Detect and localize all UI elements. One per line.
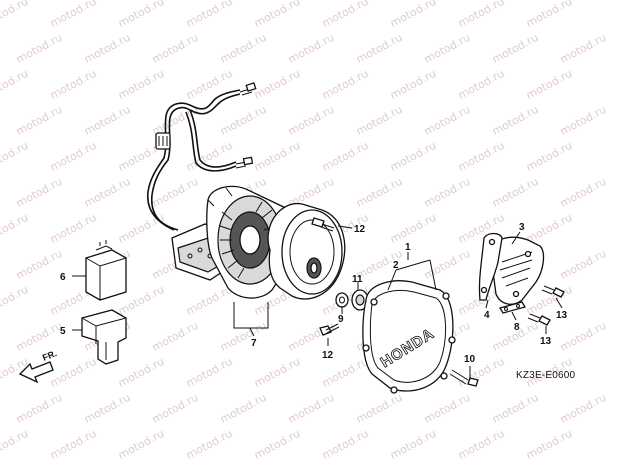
direction-label: FR. xyxy=(41,348,58,363)
callout-12-lower: 12 xyxy=(322,350,334,361)
regulator-unit-6 xyxy=(85,240,127,301)
callout-1: 1 xyxy=(405,242,411,253)
seal-11 xyxy=(351,289,369,311)
callout-5: 5 xyxy=(60,326,66,337)
bolt-13-upper xyxy=(541,285,565,298)
callout-4: 4 xyxy=(484,310,490,321)
callout-8: 8 xyxy=(514,322,520,333)
wire-harness xyxy=(147,82,257,231)
callout-3: 3 xyxy=(519,222,525,233)
callout-13-lower: 13 xyxy=(540,336,552,347)
bolt-12-upper xyxy=(311,217,335,232)
callout-6: 6 xyxy=(60,272,66,283)
callout-labels: 1 2 3 4 5 6 7 8 9 10 11 12 12 13 13 xyxy=(60,222,568,365)
diagram-code: KZ3E-E0600 xyxy=(516,370,576,381)
left-crankcase-cover: HONDA xyxy=(362,280,456,394)
callout-11: 11 xyxy=(352,274,363,285)
leader-lines xyxy=(72,225,563,380)
callout-7: 7 xyxy=(251,338,257,349)
callout-10: 10 xyxy=(464,354,476,365)
callout-2: 2 xyxy=(393,260,399,271)
plate-8 xyxy=(499,301,526,314)
callout-13-upper: 13 xyxy=(556,310,568,321)
front-direction-arrow: FR. xyxy=(18,348,58,384)
flywheel-rotor xyxy=(267,203,346,300)
callout-9: 9 xyxy=(338,314,344,325)
callout-12-upper: 12 xyxy=(354,224,366,235)
bolt-12-lower xyxy=(319,323,340,336)
rubber-mount-5 xyxy=(81,309,127,365)
bolt-13-lower xyxy=(527,313,551,326)
bolt-10 xyxy=(449,369,479,387)
bracket-4 xyxy=(478,232,503,301)
sprocket-guard-3 xyxy=(489,236,545,305)
washer-9 xyxy=(335,292,349,308)
